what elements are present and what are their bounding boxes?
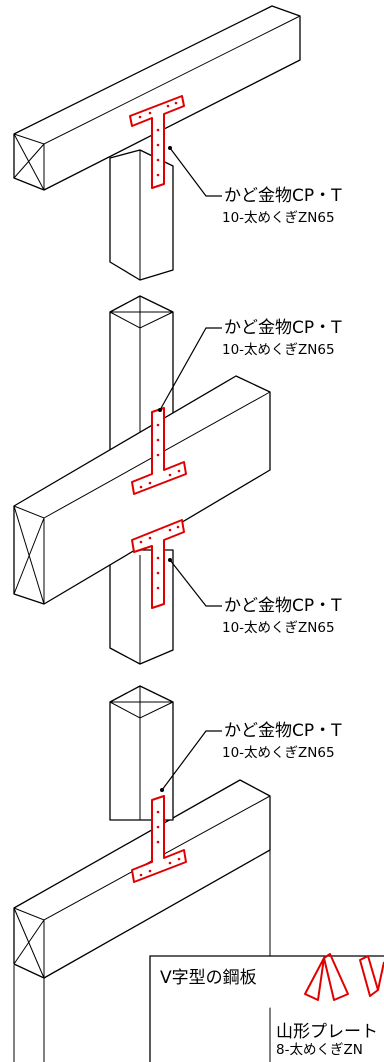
callout-3-line1: かど金物CP・T — [224, 596, 342, 616]
legend-title: V字型の鋼板 — [160, 968, 257, 988]
callout-4-line2: 10-太めくぎZN65 — [222, 745, 335, 761]
v-plate-legend: V字型の鋼板 山形プレート 8-太めくぎZN — [149, 953, 384, 1062]
v-plate-icon — [304, 953, 384, 1001]
leader-2 — [158, 327, 222, 412]
callout-1-line2: 10-太めくぎZN65 — [222, 210, 335, 226]
callout-1: かど金物CP・T 10-太めくぎZN65 — [222, 186, 342, 226]
callout-2-line1: かど金物CP・T — [224, 318, 342, 338]
callout-2-line2: 10-太めくぎZN65 — [222, 342, 335, 358]
t-plate-3 — [131, 795, 187, 883]
callout-1-line1: かど金物CP・T — [224, 186, 342, 206]
leader-3 — [168, 558, 222, 607]
callout-4: かど金物CP・T 10-太めくぎZN65 — [222, 721, 342, 761]
legend-line2: 8-太めくぎZN — [276, 1042, 363, 1058]
callout-3: かど金物CP・T 10-太めくぎZN65 — [222, 596, 342, 636]
leader-1 — [168, 146, 222, 197]
callout-3-line2: 10-太めくぎZN65 — [222, 620, 335, 636]
t-plate-2-lower — [131, 519, 185, 609]
t-plate-2-upper — [131, 407, 187, 495]
legend-line1: 山形プレート — [276, 1022, 378, 1042]
callout-4-line1: かど金物CP・T — [224, 721, 342, 741]
t-plate-1 — [129, 95, 185, 189]
callout-2: かど金物CP・T 10-太めくぎZN65 — [222, 318, 342, 358]
leader-4 — [160, 730, 222, 792]
